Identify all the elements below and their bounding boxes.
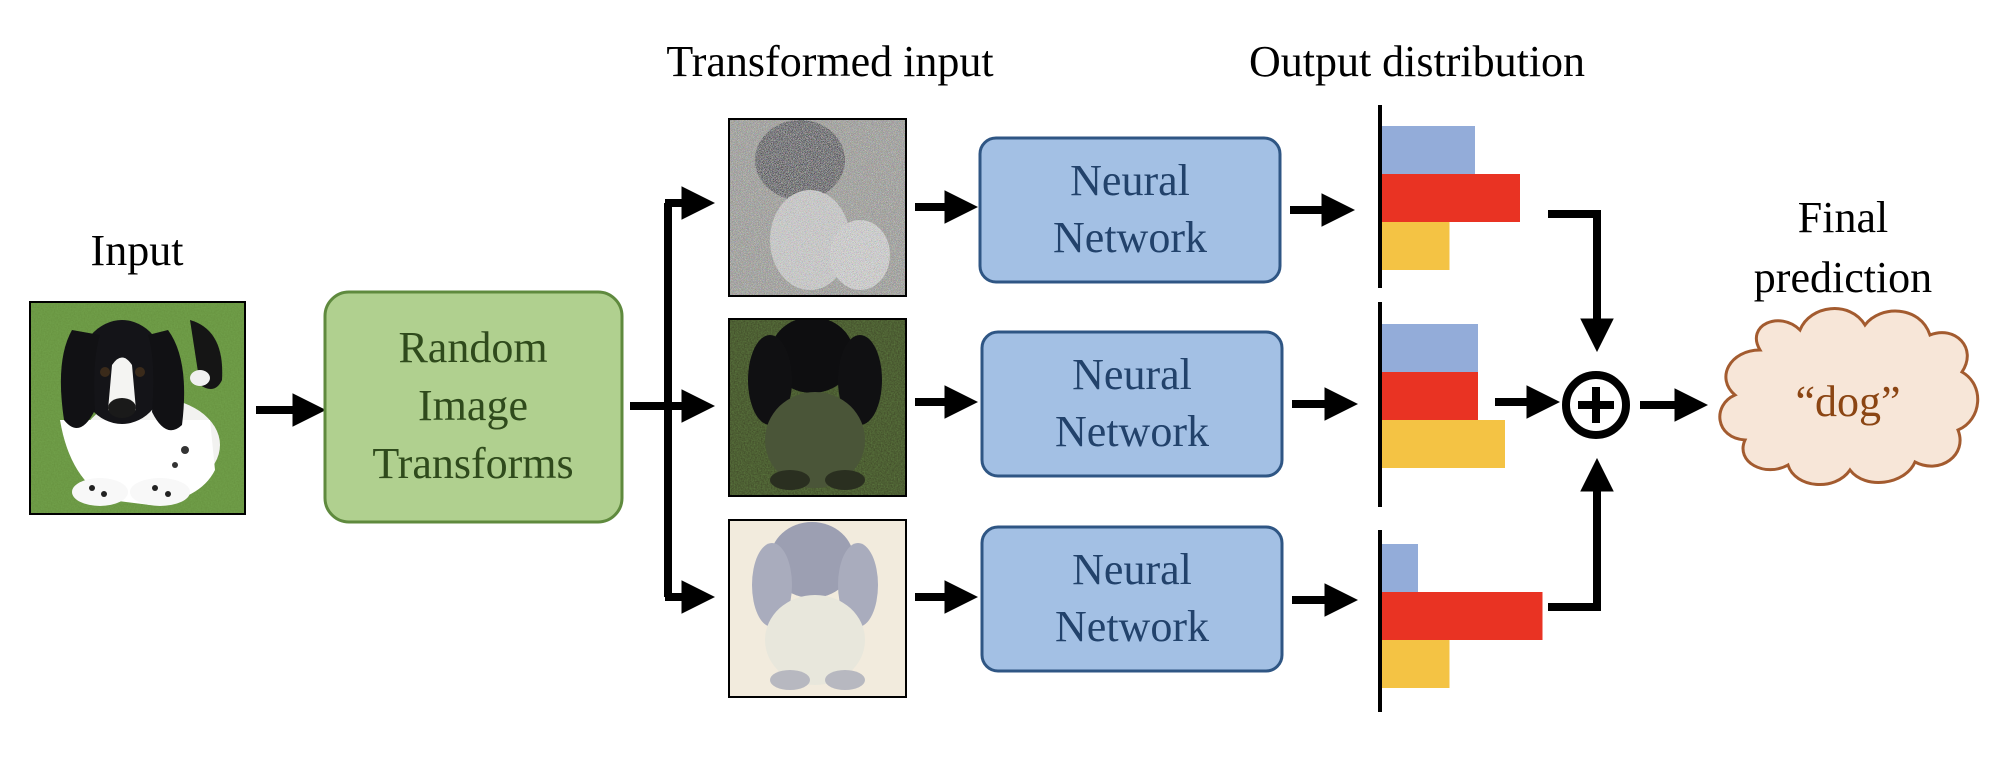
input-photo [30,302,245,514]
dist2-bar-red [1382,372,1478,420]
dist3-bar-yellow [1382,640,1450,688]
input-photo-frame [29,301,246,515]
dist3-bar-blue [1382,544,1418,592]
neural-network-box-2: Neural Network [980,330,1284,478]
sum-aggregator-icon [1562,371,1630,439]
prediction-cloud: “dog” [1718,307,1980,486]
noisy-photo-frame [728,118,907,297]
dist1-bar-blue [1382,126,1475,174]
prediction-text: “dog” [1795,377,1900,426]
input-label: Input [91,226,184,275]
transforms-label-line3: Transforms [372,439,573,488]
network2-label-line1: Neural [1072,350,1192,399]
dark-photo [729,319,906,496]
network1-label-line1: Neural [1070,156,1190,205]
neural-network-box-1: Neural Network [978,136,1282,284]
aggregation-arrows [1495,210,1614,611]
faded-photo-frame [728,519,907,698]
network2-label-line2: Network [1055,407,1209,456]
dark-photo-frame [728,318,907,497]
network3-label-line2: Network [1055,602,1209,651]
faded-photo [729,520,906,697]
dist1-bar-yellow [1382,222,1450,270]
noisy-photo [729,119,906,296]
transformed-input-label: Transformed input [666,37,993,86]
final-prediction-label-line1: Final [1798,193,1888,242]
dist2-bar-blue [1382,324,1478,372]
transforms-label-line1: Random [398,323,547,372]
dist2-bar-yellow [1382,420,1505,468]
output-distribution-label: Output distribution [1249,37,1585,86]
neural-network-box-3: Neural Network [980,525,1284,673]
output-distributions [1378,105,1543,712]
network3-label-line1: Neural [1072,545,1192,594]
final-prediction-label-line2: prediction [1754,253,1932,302]
dist1-bar-red [1382,174,1520,222]
branch-arrows [630,186,716,614]
dist3-bar-red [1382,592,1543,640]
network1-label-line2: Network [1053,213,1207,262]
random-image-transforms-box [323,290,624,524]
transforms-label-line2: Image [418,381,528,430]
